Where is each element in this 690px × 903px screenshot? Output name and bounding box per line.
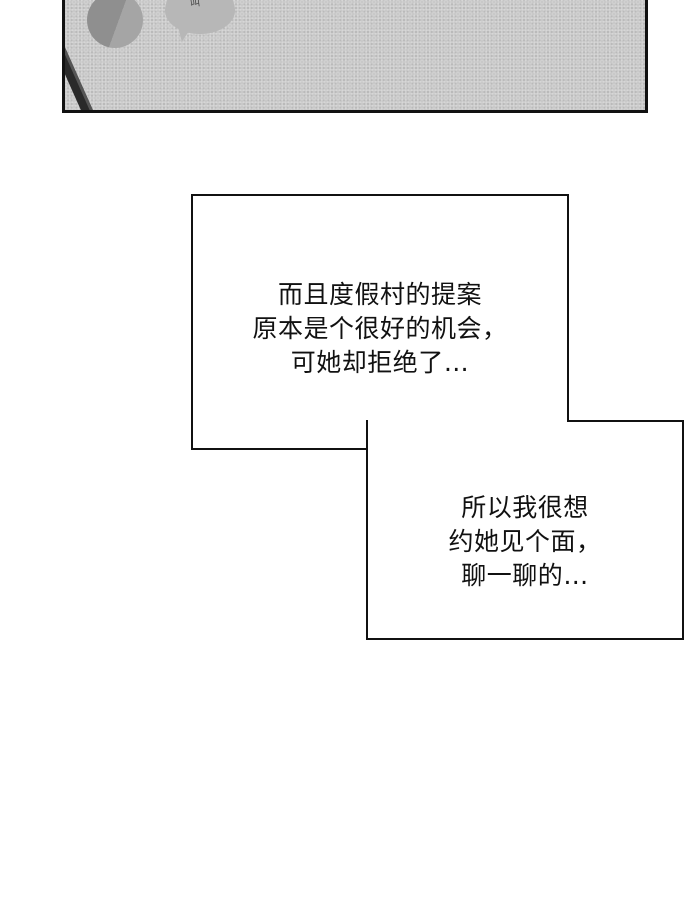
narration-box-2: 所以我很想 约她见个面， 聊一聊的… (366, 420, 684, 640)
top-comic-panel: 叫 (62, 0, 648, 113)
narration-box-1: 而且度假村的提案 原本是个很好的机会， 可她却拒绝了… (191, 194, 569, 450)
gray-circle-shape (87, 0, 143, 48)
narration-line: 而且度假村的提案 (277, 280, 482, 309)
speech-bubble-text: 叫 (189, 0, 201, 10)
narration-text-1: 而且度假村的提案 原本是个很好的机会， 可她却拒绝了… (252, 278, 507, 380)
narration-line: 所以我很想 (461, 493, 589, 522)
narration-line: 可她却拒绝了… (290, 348, 470, 377)
narration-line: 聊一聊的… (461, 561, 589, 590)
narration-text-2: 所以我很想 约她见个面， 聊一聊的… (448, 491, 601, 593)
narration-box-2-top-border (567, 420, 684, 422)
speech-bubble-tail (175, 27, 191, 43)
narration-line: 原本是个很好的机会， (252, 314, 508, 343)
phone-edge-shape (65, 29, 102, 110)
narration-line: 约她见个面， (448, 527, 602, 556)
